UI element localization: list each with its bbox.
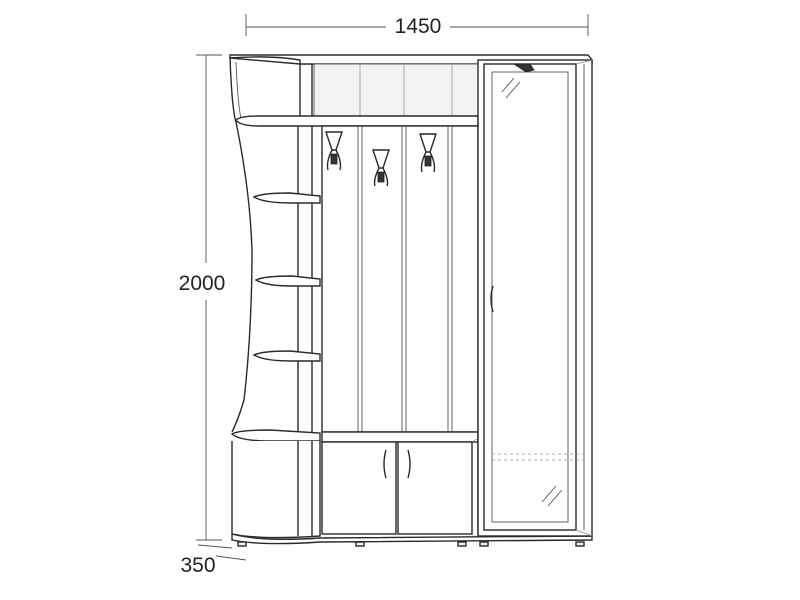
side-shelf [254, 275, 321, 287]
mirror [491, 71, 569, 523]
height-dimension: 2000 [179, 54, 226, 541]
side-shelf [252, 192, 321, 204]
plinth [231, 533, 593, 545]
rail-bracket-icon [512, 63, 535, 73]
depth-label: 350 [180, 554, 215, 577]
foot [575, 541, 585, 547]
height-label: 2000 [179, 272, 226, 295]
door-handle-icon [383, 449, 387, 479]
width-label: 1450 [395, 15, 442, 38]
coat-hook-icon [325, 131, 343, 171]
coat-hook-icon [372, 149, 390, 187]
side-shelves [230, 192, 321, 442]
side-shelf [252, 350, 321, 362]
mirror-wardrobe [477, 59, 593, 537]
door-handle-icon [407, 449, 411, 479]
mirror-door-handle-icon [490, 285, 494, 313]
corner-pedestal [231, 441, 321, 539]
coat-panel [321, 125, 479, 433]
coat-hook-icon [419, 133, 437, 173]
depth-dimension: 350 [180, 544, 247, 577]
foot [457, 541, 467, 547]
lower-door-right [397, 441, 473, 535]
hat-shelf [235, 115, 479, 127]
width-dimension: 1450 [245, 14, 589, 38]
coat-hooks [325, 131, 437, 187]
foot [355, 541, 365, 547]
foot [237, 541, 247, 547]
lower-cabinet [321, 431, 479, 535]
left-curved-panel [229, 57, 253, 433]
hallway-wardrobe [229, 54, 593, 547]
foot [479, 541, 489, 547]
side-shelf [230, 429, 321, 442]
lower-door-left [321, 441, 397, 535]
